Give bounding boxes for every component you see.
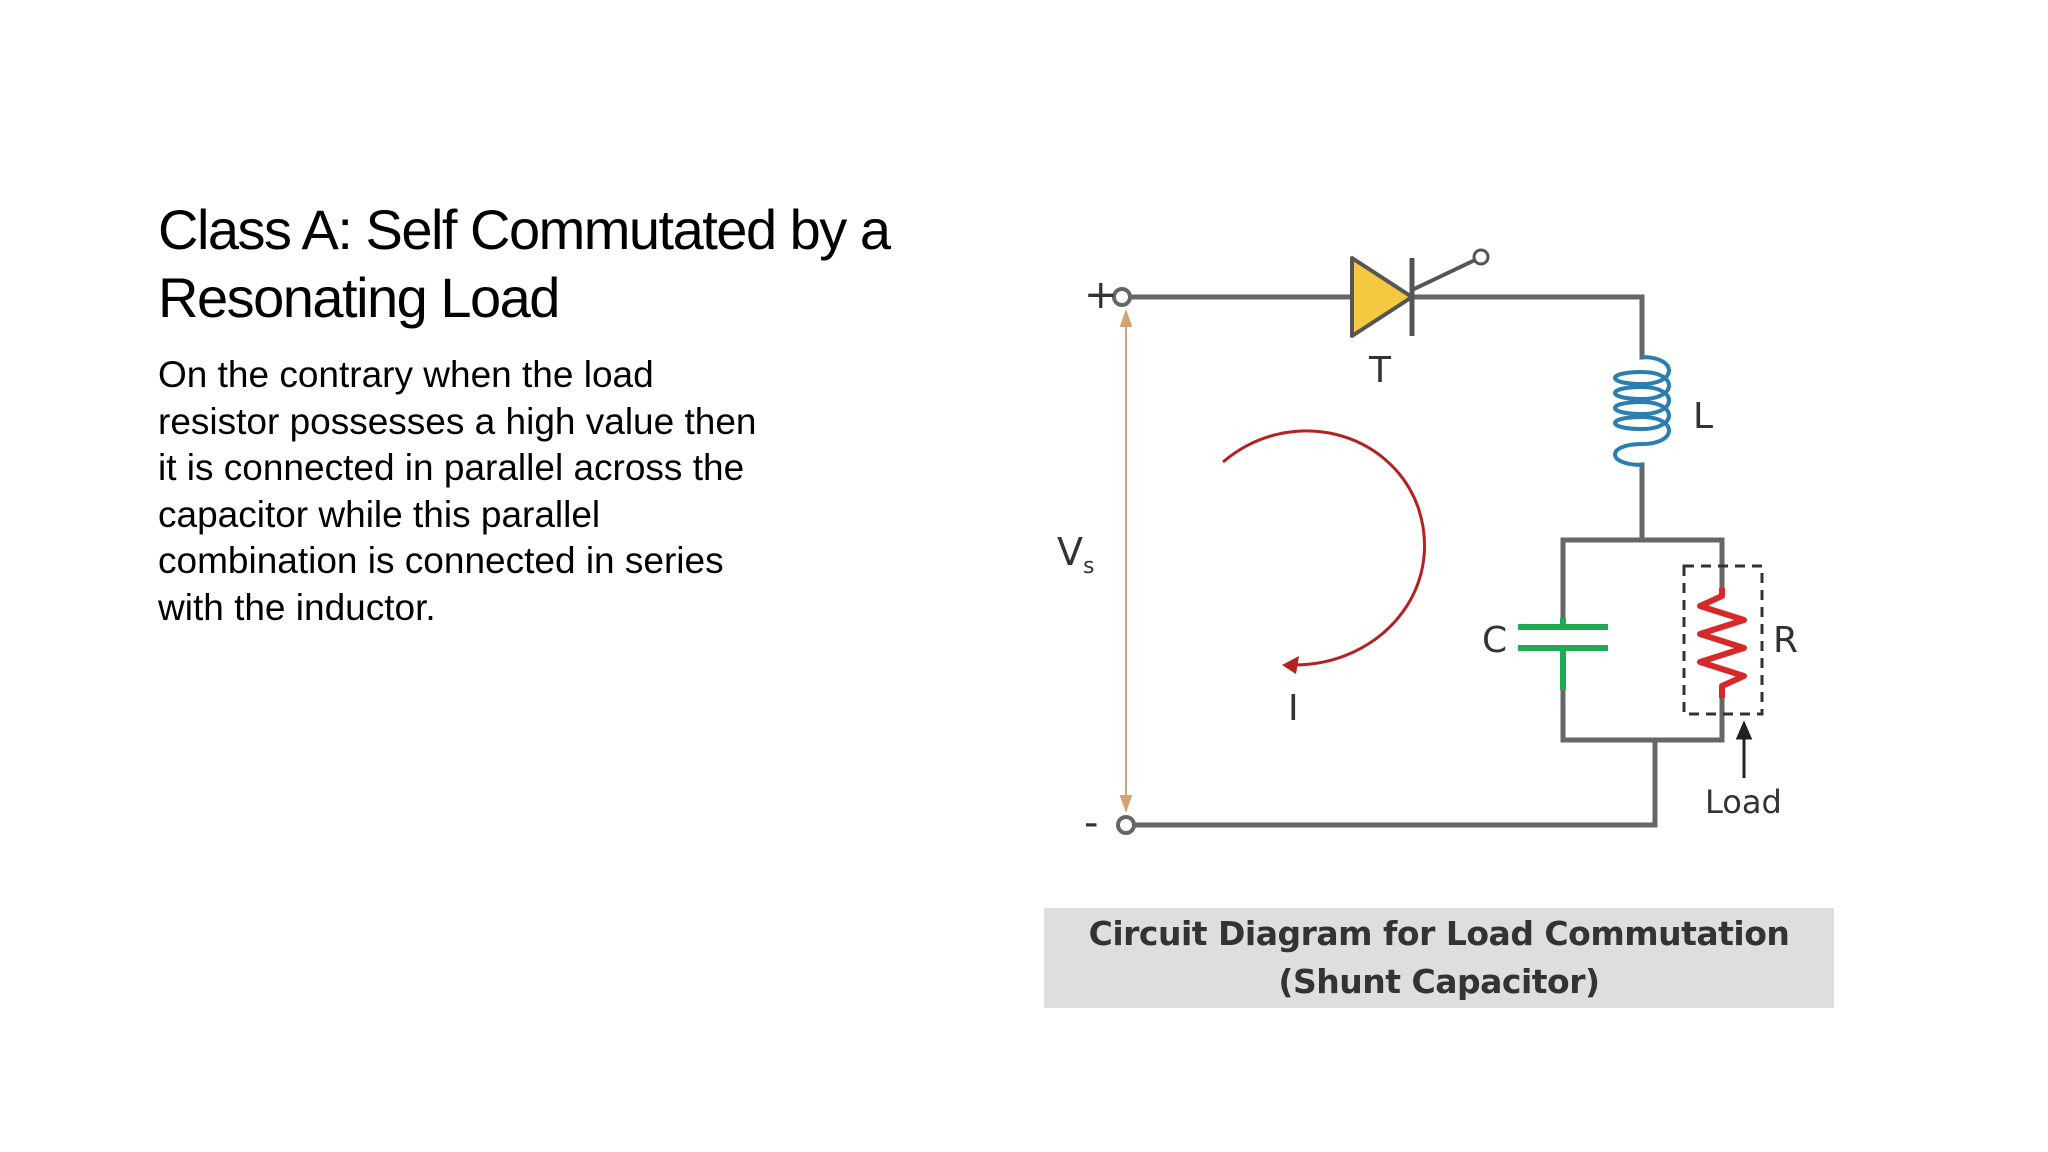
load-box bbox=[1682, 564, 1764, 716]
title-line-2: Resonating Load bbox=[158, 266, 560, 329]
positive-terminal bbox=[1112, 287, 1132, 307]
caption-line-1: Circuit Diagram for Load Commutation bbox=[1088, 914, 1790, 953]
inductor-icon bbox=[1613, 355, 1671, 467]
negative-label: - bbox=[1084, 800, 1098, 846]
body-line-4: capacitor while this parallel bbox=[158, 493, 601, 535]
resistor-label: R bbox=[1773, 620, 1798, 661]
slide-title: Class A: Self Commutated by a Resonating… bbox=[158, 196, 978, 332]
thyristor-label: T bbox=[1368, 350, 1392, 391]
body-line-2: resistor possesses a high value then bbox=[158, 400, 757, 442]
load-pointer-arrow bbox=[1735, 720, 1753, 778]
voltage-arrow bbox=[1119, 309, 1133, 813]
source-voltage-label: Vs bbox=[1057, 530, 1094, 579]
body-line-3: it is connected in parallel across the bbox=[158, 447, 745, 488]
body-line-6: with the inductor. bbox=[158, 586, 436, 628]
negative-terminal bbox=[1116, 815, 1136, 835]
inductor-label: L bbox=[1693, 396, 1713, 437]
caption-line-2: (Shunt Capacitor) bbox=[1278, 962, 1600, 1001]
capacitor-label: C bbox=[1482, 620, 1507, 661]
body-line-1: On the contrary when the load bbox=[158, 354, 654, 395]
load-label: Load bbox=[1705, 783, 1782, 821]
body-text: On the contrary when the load resistor p… bbox=[158, 352, 818, 631]
circuit-diagram: + - Vs T L C bbox=[1057, 248, 1798, 846]
body-line-5: combination is connected in series bbox=[158, 540, 724, 581]
positive-label: + bbox=[1084, 272, 1118, 318]
title-line-1: Class A: Self Commutated by a bbox=[158, 198, 891, 261]
resistor-icon bbox=[1697, 588, 1747, 698]
current-arrow bbox=[1222, 429, 1426, 674]
current-label: I bbox=[1288, 688, 1299, 729]
diagram-caption: Circuit Diagram for Load Commutation (Sh… bbox=[1044, 908, 1834, 1008]
circuit-wires bbox=[1127, 294, 1725, 828]
thyristor-icon bbox=[1350, 248, 1490, 338]
capacitor-icon bbox=[1518, 618, 1608, 690]
